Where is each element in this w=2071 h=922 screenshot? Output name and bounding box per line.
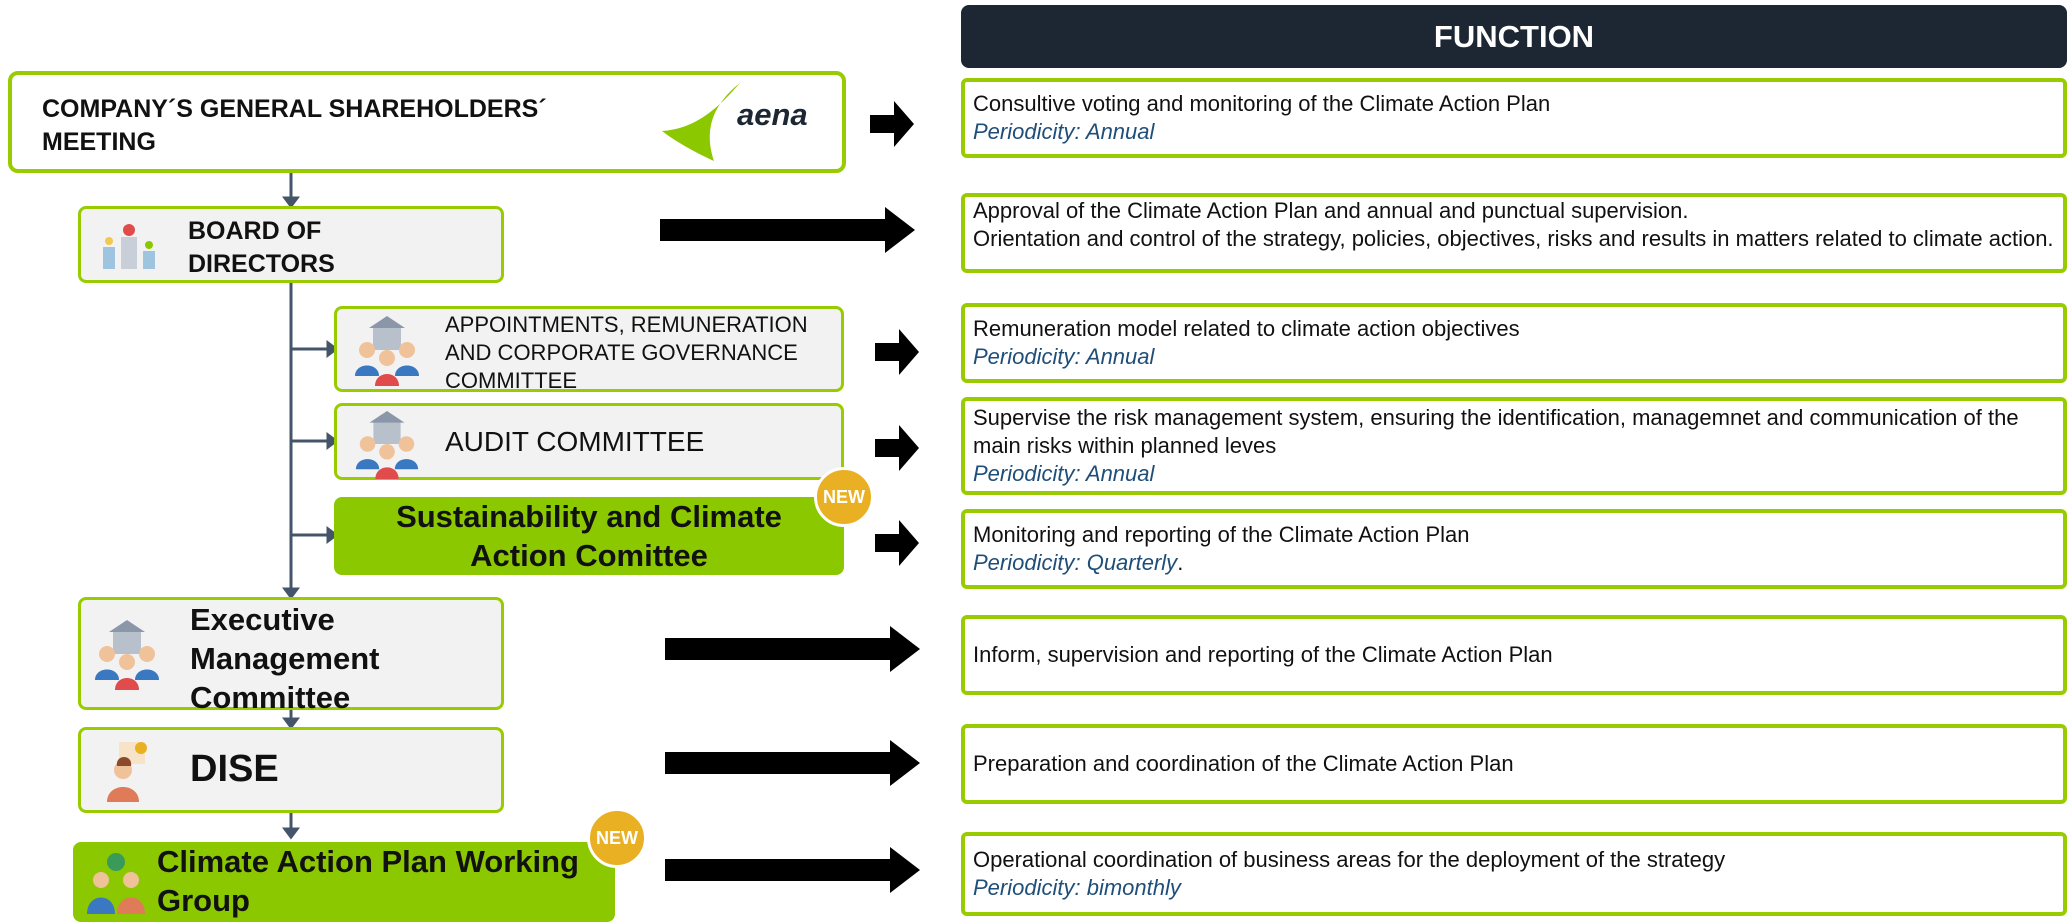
- function-box-board: Approval of the Climate Action Plan and …: [961, 193, 2067, 273]
- function-text: Preparation and coordination of the Clim…: [973, 751, 1514, 776]
- executive-committee-label: Executive Management Committee: [190, 602, 380, 715]
- function-header-title: FUNCTION: [1433, 18, 1595, 54]
- periodicity-text: Periodicity: Quarterly: [973, 550, 1178, 575]
- periodicity-text: Periodicity: Annual: [973, 461, 1155, 486]
- new-badge: NEW: [587, 808, 647, 868]
- arrow-right-icon: [875, 329, 919, 375]
- arrow-right-icon: [665, 740, 920, 786]
- function-text: Inform, supervision and reporting of the…: [973, 642, 1553, 667]
- function-text: Consultive voting and monitoring of the …: [973, 91, 1551, 116]
- new-badge: NEW: [814, 467, 874, 527]
- arrow-right-icon: [875, 425, 919, 471]
- audit-committee-box: AUDIT COMMITTEE: [334, 403, 844, 480]
- function-text: Monitoring and reporting of the Climate …: [973, 522, 1470, 547]
- function-box-sustainability: Monitoring and reporting of the Climate …: [961, 509, 2067, 589]
- board-of-directors-label: BOARD OF DIRECTORS: [188, 217, 335, 278]
- arrow-right-icon: [870, 101, 914, 147]
- sustainability-committee-label: Sustainability and Climate Action Comitt…: [396, 499, 782, 573]
- function-box-appointments: Remuneration model related to climate ac…: [961, 303, 2067, 383]
- person-certificate-icon: [107, 742, 147, 802]
- aena-logo-text: aena: [737, 97, 808, 132]
- function-text: Remuneration model related to climate ac…: [973, 316, 1520, 341]
- function-box-dise: Preparation and coordination of the Clim…: [961, 724, 2067, 804]
- aena-logo-icon: [662, 83, 740, 161]
- dise-label: DISE: [190, 748, 279, 790]
- function-box-executive: Inform, supervision and reporting of the…: [961, 615, 2067, 695]
- arrow-right-icon: [660, 207, 915, 253]
- arrow-right-icon: [665, 847, 920, 893]
- shareholders-meeting-label: COMPANY´S GENERAL SHAREHOLDERS´ MEETING: [42, 95, 547, 156]
- arrow-right-icon: [665, 626, 920, 672]
- executive-committee-box: Executive Management Committee: [78, 597, 504, 715]
- sustainability-committee-box: Sustainability and Climate Action Comitt…: [334, 497, 844, 575]
- periodicity-text: Periodicity: bimonthly: [973, 875, 1181, 900]
- team-globe-icon: [87, 853, 145, 914]
- dise-box: DISE: [78, 727, 504, 813]
- periodicity-text: Periodicity: Annual: [973, 119, 1155, 144]
- periodicity-text: Periodicity: Annual: [973, 344, 1155, 369]
- function-box-audit: Supervise the risk management system, en…: [961, 397, 2067, 495]
- periodicity-suffix: .: [1177, 550, 1184, 575]
- function-box-working-group: Operational coordination of business are…: [961, 832, 2067, 916]
- board-of-directors-box: BOARD OF DIRECTORS: [78, 206, 504, 283]
- function-text: Approval of the Climate Action Plan and …: [973, 198, 1689, 223]
- appointments-committee-box: APPOINTMENTS, REMUNERATION AND CORPORATE…: [334, 306, 844, 393]
- award-podium-icon: [103, 224, 155, 269]
- function-text: Operational coordination of business are…: [973, 847, 1726, 872]
- working-group-box: Climate Action Plan Working Group: [73, 842, 615, 922]
- function-header: FUNCTION: [961, 5, 2067, 68]
- audit-committee-label: AUDIT COMMITTEE: [445, 426, 705, 457]
- appointments-committee-label: APPOINTMENTS, REMUNERATION AND CORPORATE…: [445, 312, 808, 393]
- function-text: Orientation and control of the strategy,…: [973, 226, 2054, 251]
- committee-people-icon: [95, 620, 159, 690]
- arrow-right-icon: [875, 520, 919, 566]
- shareholders-meeting-box: COMPANY´S GENERAL SHAREHOLDERS´ MEETING …: [8, 71, 846, 173]
- working-group-label: Climate Action Plan Working Group: [157, 844, 579, 918]
- function-text: Supervise the risk management system, en…: [973, 405, 2019, 458]
- committee-people-icon: [355, 316, 419, 386]
- function-box-shareholders: Consultive voting and monitoring of the …: [961, 78, 2067, 158]
- committee-people-icon: [355, 410, 419, 479]
